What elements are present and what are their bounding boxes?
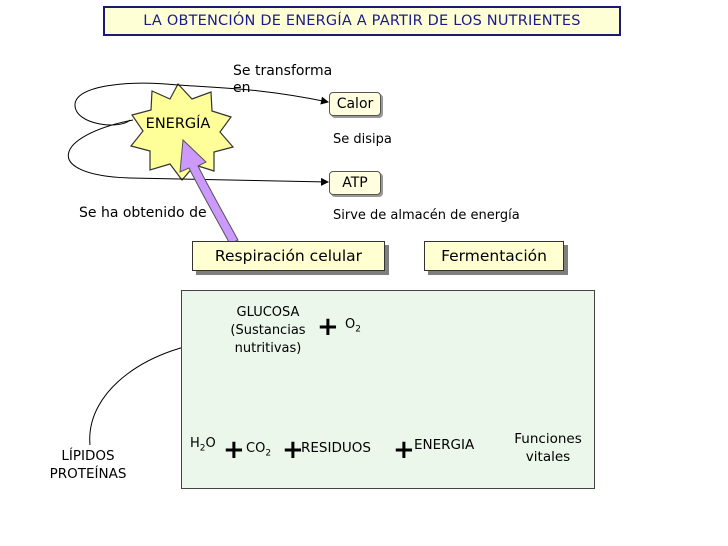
heat-box: Calor — [329, 92, 381, 116]
big-arrow-respiration-to-energy — [179, 138, 239, 245]
transform-label: Se transforma en — [233, 63, 333, 96]
atp-box: ATP — [329, 171, 381, 195]
plus-sign: + — [393, 435, 415, 465]
nutrient-lipids: LÍPIDOS — [61, 448, 115, 464]
functions-line-2: vitales — [525, 449, 571, 465]
water-tail: O — [205, 436, 216, 451]
plus-sign: + — [223, 435, 245, 465]
co2-label: CO2 — [246, 441, 271, 459]
residues-label: RESIDUOS — [301, 440, 371, 456]
water-label: H2O — [190, 436, 216, 454]
page-title: LA OBTENCIÓN DE ENERGÍA A PARTIR DE LOS … — [103, 6, 621, 36]
plus-sign: + — [317, 312, 339, 342]
obtained-label: Se ha obtenido de — [79, 205, 207, 221]
water-symbol: H — [190, 436, 200, 451]
arrow-energy-to-heat — [74, 82, 328, 126]
functions-label: Funciones vitales — [508, 430, 588, 466]
process-respiration: Respiración celular — [192, 241, 385, 271]
oxygen-subscript: 2 — [355, 324, 361, 335]
energy-star-shape — [129, 82, 235, 181]
process-respiration-label: Respiración celular — [214, 247, 363, 265]
functions-line-1: Funciones — [514, 431, 582, 447]
glucose-label: GLUCOSA (Sustancias nutritivas) — [216, 304, 320, 358]
nutrient-proteins: PROTEÍNAS — [49, 466, 127, 482]
glucose-line-2: (Sustancias — [230, 323, 306, 338]
process-fermentation-label: Fermentación — [441, 247, 547, 265]
heat-note: Se disipa — [333, 132, 392, 147]
energy-product-label: ENERGIA — [414, 437, 475, 453]
reaction-panel — [181, 290, 595, 489]
co2-subscript: 2 — [265, 448, 272, 459]
glucose-line-3: nutritivas) — [234, 341, 302, 356]
glucose-line-1: GLUCOSA — [236, 305, 300, 320]
plus-sign: + — [282, 435, 304, 465]
other-nutrients-label: LÍPIDOS PROTEÍNAS — [33, 447, 143, 483]
oxygen-symbol: O — [345, 317, 356, 332]
page-title-text: LA OBTENCIÓN DE ENERGÍA A PARTIR DE LOS … — [143, 13, 581, 29]
co2-symbol: CO — [246, 441, 266, 456]
arrow-energy-to-atp — [67, 119, 329, 186]
atp-note: Sirve de almacén de energía — [333, 208, 520, 223]
energy-label: ENERGÍA — [145, 116, 211, 132]
heat-label: Calor — [336, 96, 374, 112]
atp-label: ATP — [342, 175, 368, 191]
oxygen-label: O2 — [345, 317, 361, 335]
process-fermentation: Fermentación — [424, 241, 564, 271]
water-subscript: 2 — [199, 443, 206, 454]
